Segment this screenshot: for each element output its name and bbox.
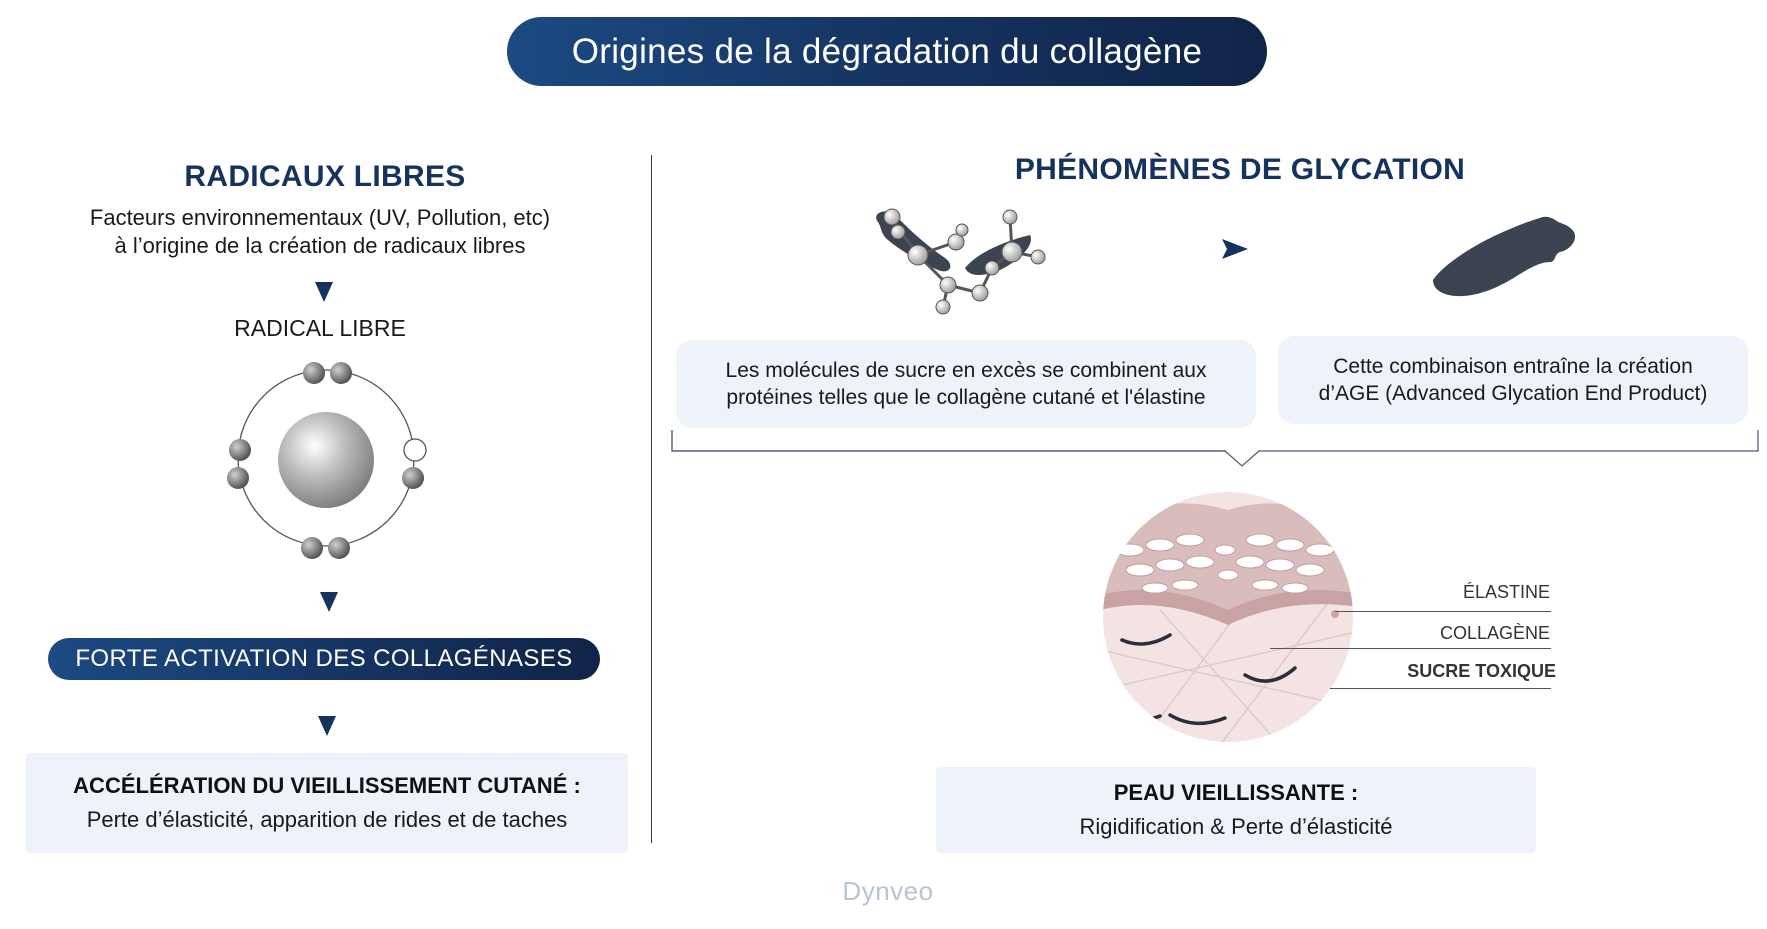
arrow-down-icon [318, 716, 336, 736]
label-line-collagene [1270, 648, 1551, 649]
skin-aging-result-title: ACCÉLÉRATION DU VIEILLISSEMENT CUTANÉ : [73, 773, 581, 798]
column-divider [651, 155, 652, 843]
skin-cross-section-icon [1103, 492, 1353, 742]
glycation-callout-sugar: Les molécules de sucre en excès se combi… [676, 340, 1256, 428]
callout-age-line1: Cette combinaison entraîne la création [1333, 355, 1693, 378]
aging-skin-result-title: PEAU VIEILLISSANTE : [1113, 780, 1359, 805]
label-line-sugar [1330, 688, 1551, 689]
free-radical-atom-icon [227, 362, 427, 559]
molecule-icon [876, 208, 1046, 315]
label-collagene: COLLAGÈNE [1439, 623, 1550, 643]
callout-age-line2: d’AGE (Advanced Glycation End Product) [1318, 382, 1708, 405]
page-title: Origines de la dégradation du collagène [507, 17, 1267, 86]
callout-sugar-line1: Les molécules de sucre en excès se combi… [725, 359, 1207, 382]
glycation-heading: PHÉNOMÈNES DE GLYCATION [1014, 153, 1466, 186]
skin-aging-result-text: Perte d’élasticité, apparition de rides … [86, 807, 568, 832]
free-radicals-intro-line2: à l’origine de la création de radicaux l… [114, 233, 526, 258]
free-radicals-intro-line1: Facteurs environnementaux (UV, Pollution… [89, 205, 551, 230]
radical-label: RADICAL LIBRE [234, 315, 406, 341]
aging-skin-result-box: PEAU VIEILLISSANTE : Rigidification & Pe… [936, 767, 1536, 853]
arrow-right-icon [1222, 239, 1248, 259]
label-line-elastine [1335, 611, 1551, 612]
bracket-connector [671, 430, 1759, 467]
label-elastine: ÉLASTINE [1462, 582, 1550, 602]
age-blob-icon [1433, 216, 1576, 297]
skin-aging-result-box: ACCÉLÉRATION DU VIEILLISSEMENT CUTANÉ : … [26, 753, 628, 853]
aging-skin-result-text: Rigidification & Perte d’élasticité [1079, 814, 1393, 839]
dynveo-watermark: Dynveo [842, 876, 934, 906]
label-sugar: SUCRE TOXIQUE [1407, 661, 1556, 681]
arrow-down-icon [320, 592, 338, 612]
free-radicals-heading: RADICAUX LIBRES [184, 160, 466, 193]
arrow-down-icon [315, 282, 333, 302]
callout-sugar-line2: protéines telles que le collagène cutané… [726, 386, 1206, 409]
glycation-callout-age: Cette combinaison entraîne la création d… [1278, 336, 1748, 424]
collagenase-activation-pill: FORTE ACTIVATION DES COLLAGÉNASES [48, 638, 600, 680]
